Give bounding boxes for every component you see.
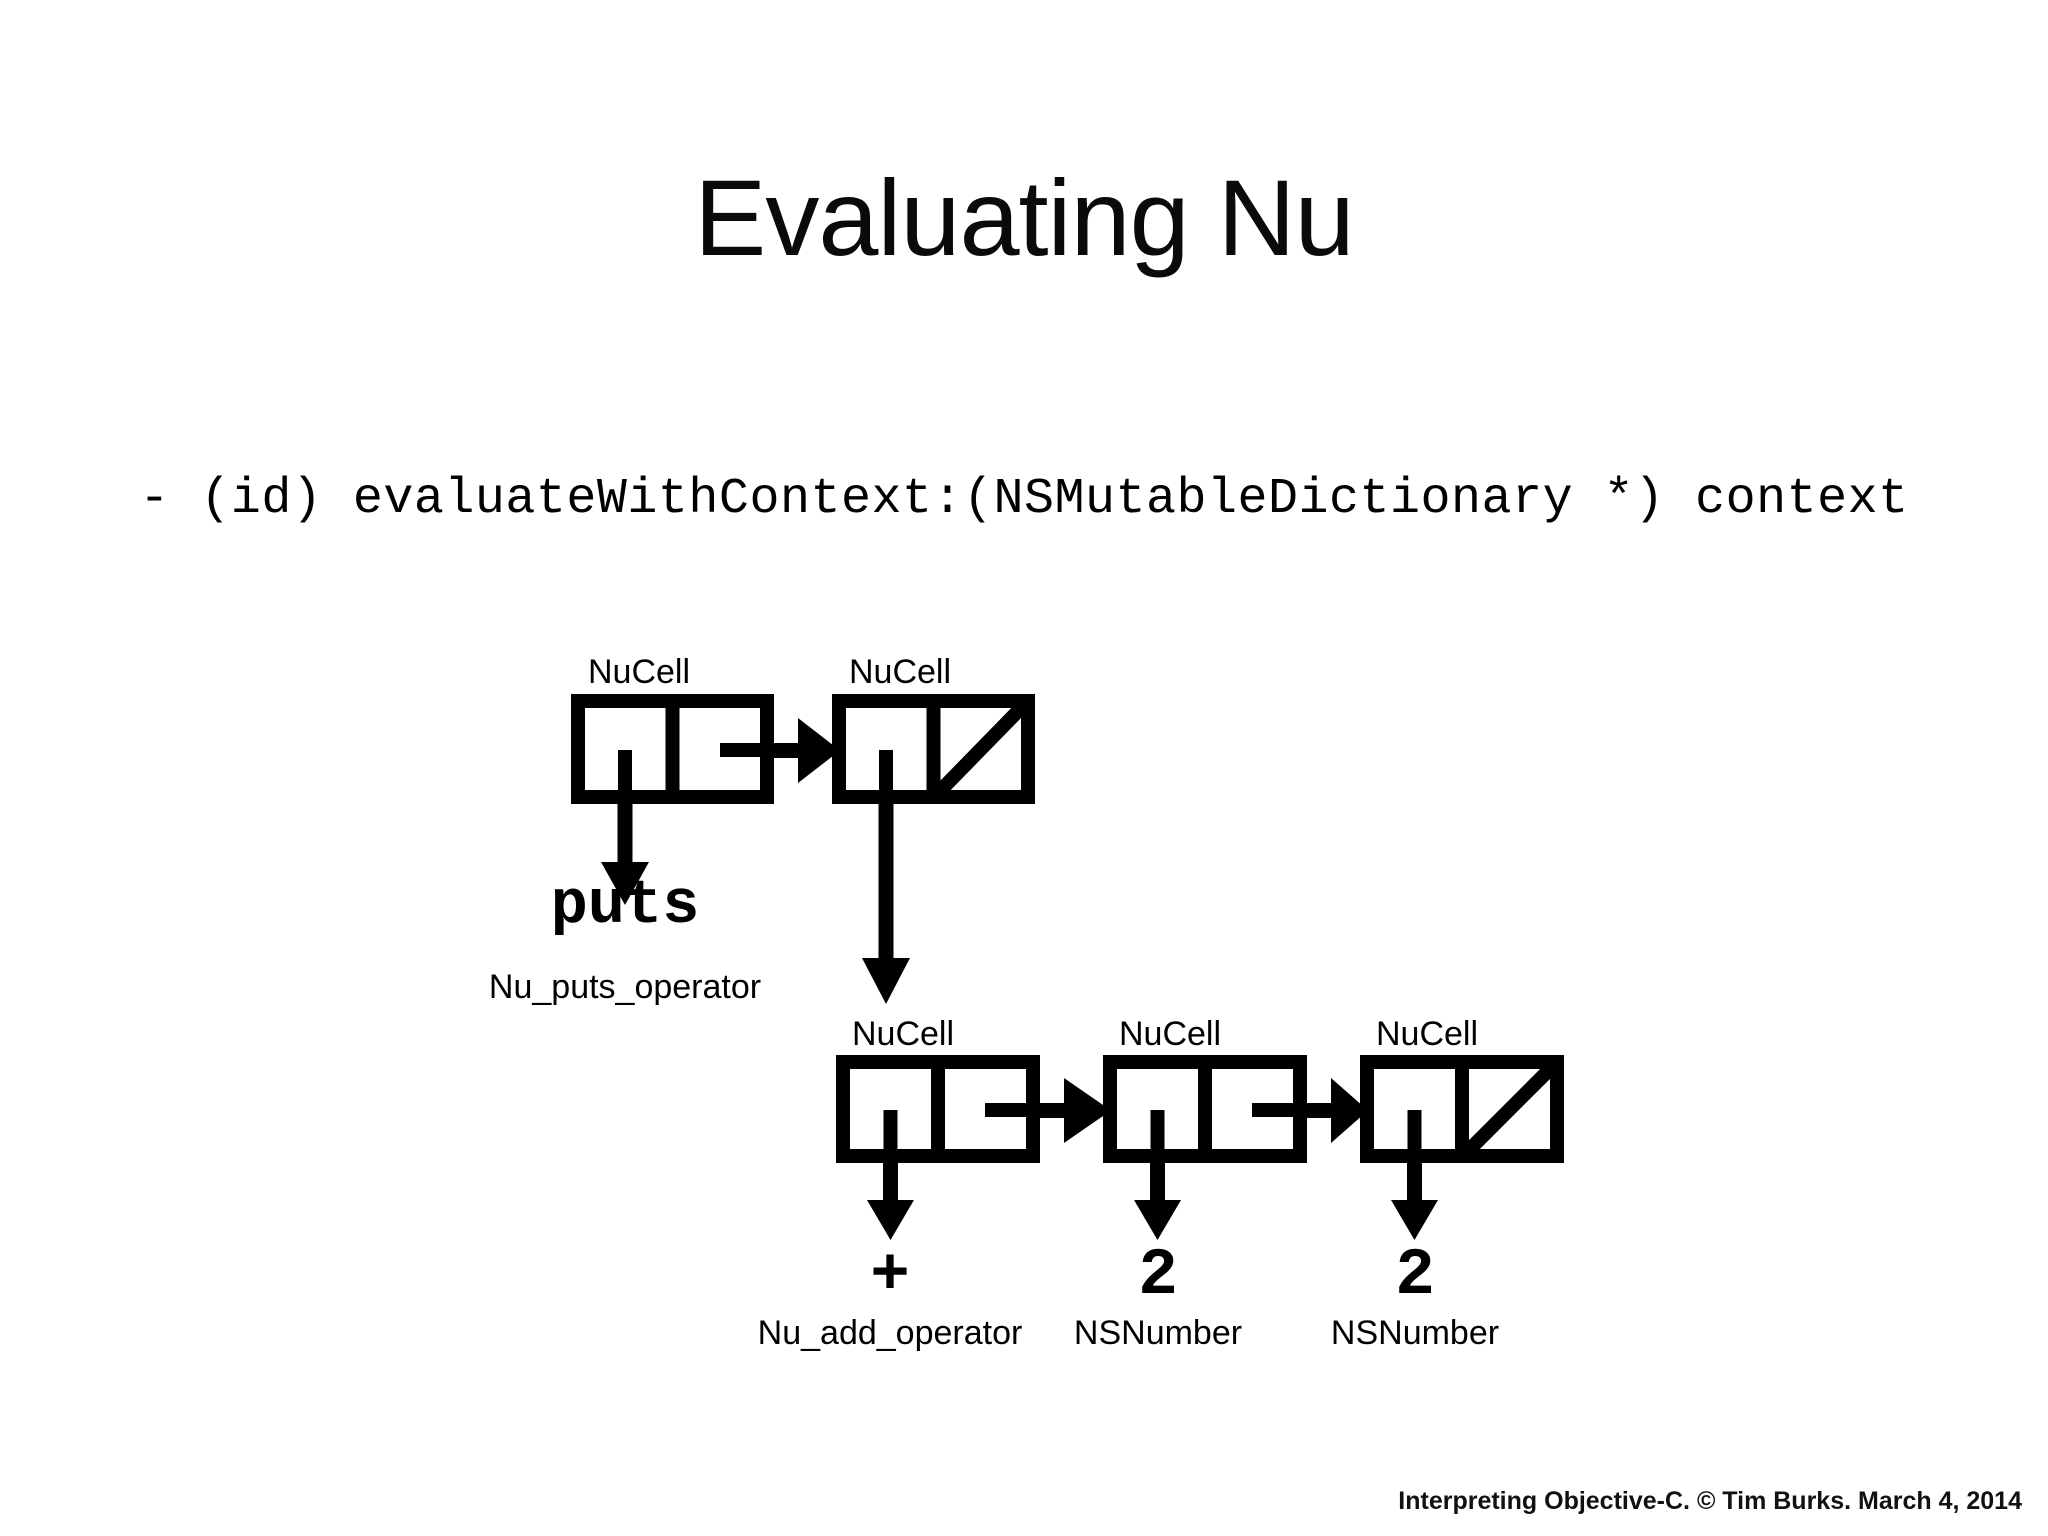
- row2-car-value-1: +: [870, 1238, 910, 1313]
- row2-cell-2-label: NuCell: [1119, 1015, 1222, 1053]
- slide-footer-credit: Interpreting Objective-C. © Tim Burks. M…: [1398, 1487, 2022, 1515]
- row1-cell-1-label: NuCell: [588, 653, 691, 691]
- row1-car-value: puts: [550, 870, 700, 941]
- row1-cell-2-car-arrow: [862, 790, 910, 1004]
- row1-cell-2-label: NuCell: [849, 653, 952, 691]
- method-signature-code: - (id) evaluateWithContext:(NSMutableDic…: [139, 471, 1909, 528]
- page-title: Evaluating Nu: [694, 157, 1354, 278]
- row2-cell-2-car-arrow: [1134, 1149, 1181, 1240]
- row2-cell-3-label: NuCell: [1376, 1015, 1479, 1053]
- row2-cell-1-car-arrow: [867, 1149, 914, 1240]
- row1-cell-2-nil-slash: [934, 702, 1028, 796]
- row2-cell-1-label: NuCell: [852, 1015, 955, 1053]
- row2-car-value-3: 2: [1395, 1238, 1435, 1313]
- row1-car-class: Nu_puts_operator: [488, 968, 762, 1006]
- row2-car-class-1: Nu_add_operator: [757, 1314, 1023, 1352]
- row2-cell-3-car-arrow: [1391, 1149, 1438, 1240]
- row2-cdr-arrow-1: [1026, 1078, 1111, 1143]
- row2-car-class-2: NSNumber: [1073, 1314, 1243, 1352]
- row2-cdr-arrow-2: [1293, 1078, 1368, 1143]
- row2-car-class-3: NSNumber: [1330, 1314, 1500, 1352]
- row1-cdr-arrow: [760, 718, 840, 783]
- row1-cell-1-car-arrow: [601, 790, 649, 905]
- row2-car-value-2: 2: [1138, 1238, 1178, 1313]
- row2-cell-3-nil-slash: [1464, 1063, 1556, 1155]
